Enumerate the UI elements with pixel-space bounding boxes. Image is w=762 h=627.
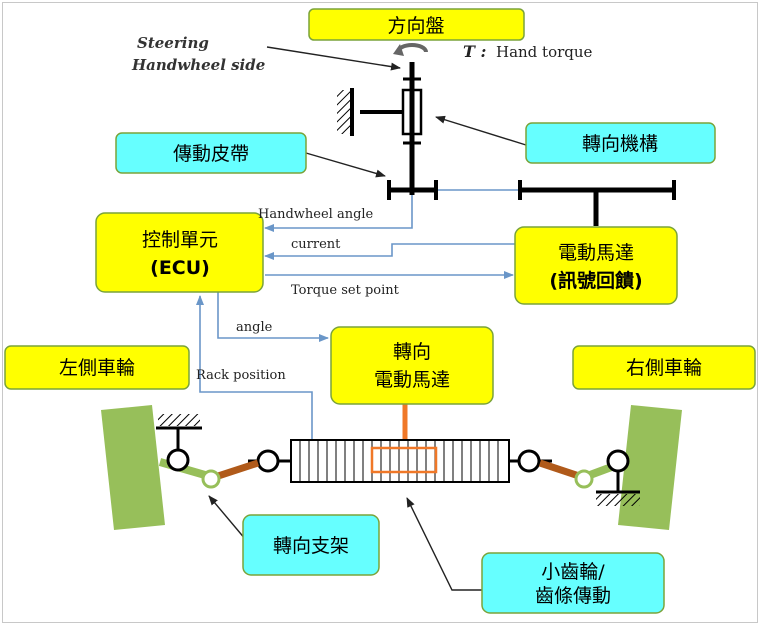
current-arrow <box>264 243 515 260</box>
handwheel-angle-arrow <box>264 195 413 232</box>
right-wheel-label: 右側車輪 <box>626 357 702 379</box>
bracket-box <box>242 514 380 576</box>
steering-wheel-box <box>308 8 525 41</box>
steer-motor-label-line2: 電動馬達 <box>374 369 450 391</box>
rack-position-arrow <box>196 295 313 440</box>
steering-side-line2: Handwheel side <box>131 56 265 74</box>
left-wheel <box>101 405 221 530</box>
handwheel-angle-label: Handwheel angle <box>258 207 374 222</box>
motor-feedback-box <box>514 226 678 305</box>
belt-label: 傳動皮帶 <box>173 143 249 165</box>
angle-arrow <box>217 290 329 342</box>
boxes <box>4 8 756 614</box>
torque-text: Hand torque <box>496 43 593 61</box>
ecu-label-line2: (ECU) <box>150 257 210 279</box>
belt-box <box>115 132 307 174</box>
motor-label-line2: (訊號回饋) <box>549 269 642 292</box>
motor-label-line1: 電動馬達 <box>558 242 634 264</box>
steering-mechanism-box <box>525 122 716 164</box>
current-label: current <box>291 237 341 252</box>
steering-motor-box <box>330 326 494 405</box>
signal-lines <box>196 189 520 440</box>
steering-mechanism-label: 轉向機構 <box>582 133 658 155</box>
ecu-label-line1: 控制單元 <box>142 229 218 251</box>
steering-column <box>337 43 438 200</box>
pinion-label-line1: 小齒輪/ <box>541 561 605 583</box>
steering-side-line1: Steering <box>137 34 209 52</box>
ecu-box <box>95 212 264 293</box>
torque-set-point-label: Torque set point <box>291 283 400 298</box>
steering-wheel-label: 方向盤 <box>387 15 444 37</box>
torque-symbol: T : <box>463 42 486 61</box>
left-wheel-box <box>4 345 190 390</box>
pinion-label-line2: 齒條傳動 <box>535 585 611 607</box>
left-wheel-label: 左側車輪 <box>59 357 135 379</box>
motor-bar <box>518 180 676 226</box>
angle-label: angle <box>236 320 273 335</box>
steer-motor-label-line1: 轉向 <box>393 341 431 363</box>
right-wheel <box>574 405 682 530</box>
rack-position-label: Rack position <box>196 368 286 383</box>
bracket-label: 轉向支架 <box>273 535 349 557</box>
rack-assembly <box>210 404 587 483</box>
right-wheel-box <box>572 345 756 390</box>
pointer-arrows <box>208 46 527 591</box>
pinion-box <box>481 552 665 614</box>
